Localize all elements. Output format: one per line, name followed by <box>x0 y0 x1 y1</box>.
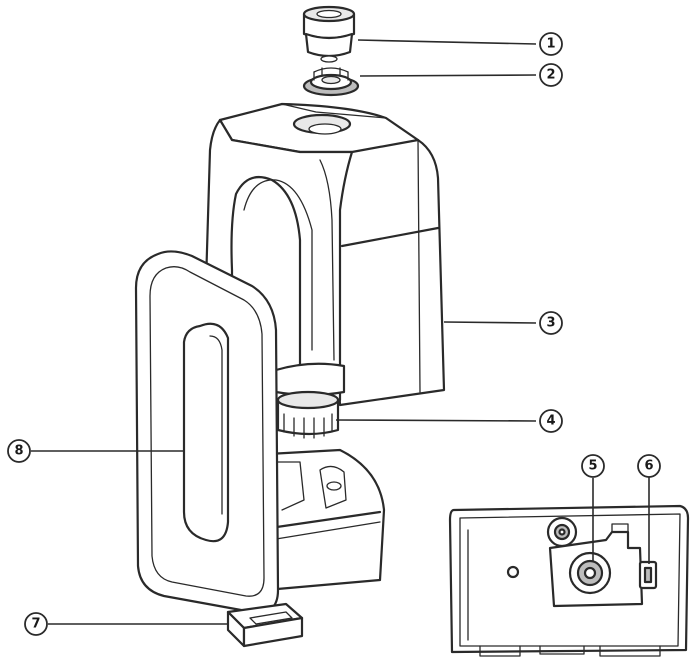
callout-circle <box>539 63 563 87</box>
leader-lines <box>31 39 650 625</box>
callout-number: 3 <box>546 316 555 331</box>
callout-circle <box>539 32 563 56</box>
part-valve-ring <box>302 67 360 97</box>
part-base-unit <box>264 448 386 592</box>
callout-7: 7 <box>24 612 48 636</box>
inset-bottom-view <box>448 504 690 657</box>
callout-number: 5 <box>588 459 597 474</box>
callout-number: 1 <box>546 37 555 52</box>
callout-4: 4 <box>539 409 563 433</box>
part-float-ring <box>276 390 340 439</box>
callout-number: 6 <box>644 459 653 474</box>
callout-6: 6 <box>637 454 661 478</box>
part-drawer <box>226 602 304 648</box>
part-cap <box>302 5 356 63</box>
callout-number: 4 <box>546 414 555 429</box>
part-water-tank <box>202 102 446 407</box>
callout-number: 7 <box>31 617 40 632</box>
callout-number: 8 <box>14 444 23 459</box>
callout-8: 8 <box>7 439 31 463</box>
callout-number: 2 <box>546 68 555 83</box>
callout-circle <box>539 311 563 335</box>
callout-circle <box>581 454 605 478</box>
part-front-panel <box>134 250 280 614</box>
callout-2: 2 <box>539 63 563 87</box>
callout-1: 1 <box>539 32 563 56</box>
callout-5: 5 <box>581 454 605 478</box>
callout-circle <box>539 409 563 433</box>
callout-circle <box>7 439 31 463</box>
callout-circle <box>637 454 661 478</box>
callout-3: 3 <box>539 311 563 335</box>
callout-circle <box>24 612 48 636</box>
